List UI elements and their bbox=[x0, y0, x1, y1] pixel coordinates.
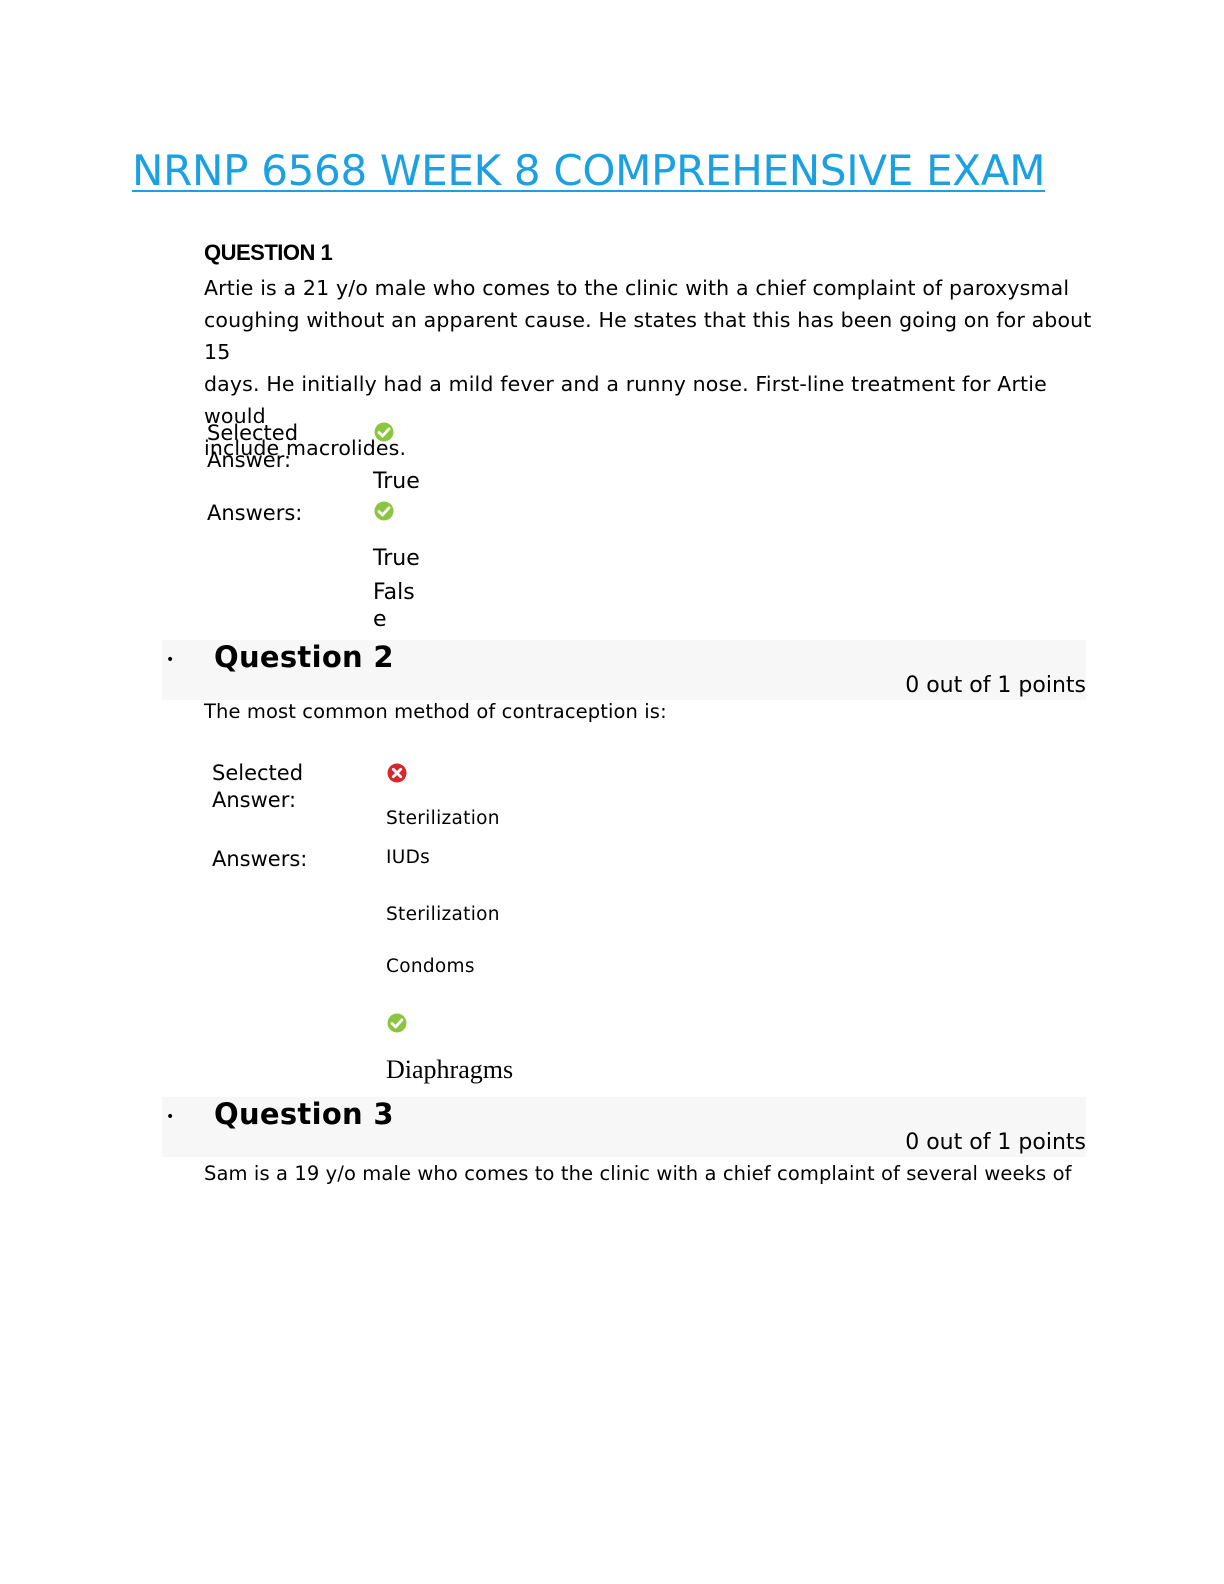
selected-answer-label: Selected Answer: bbox=[212, 760, 303, 814]
answers-label: Answers: bbox=[212, 847, 308, 871]
selected-label-line: Selected bbox=[212, 761, 304, 785]
x-circle-icon bbox=[387, 763, 407, 783]
document-title[interactable]: NRNP 6568 WEEK 8 COMPREHENSIVE EXAM bbox=[132, 146, 1046, 195]
question-1-line: days. He initially had a mild fever and … bbox=[204, 372, 1047, 428]
selected-answer-label: Selected Answer: bbox=[207, 420, 298, 474]
question-3-points: 0 out of 1 points bbox=[905, 1130, 1086, 1155]
answer-option: Sterilization bbox=[386, 904, 500, 925]
question-1-line: include macrolides. bbox=[204, 436, 407, 460]
answer-option: Diaphragms bbox=[386, 1055, 514, 1084]
check-circle-icon bbox=[374, 501, 394, 521]
question-2-text: The most common method of contraception … bbox=[204, 700, 667, 723]
answer-option: IUDs bbox=[386, 847, 431, 868]
check-circle-icon bbox=[374, 422, 394, 442]
selected-answer-value: True bbox=[373, 469, 420, 494]
question-3-text: Sam is a 19 y/o male who comes to the cl… bbox=[204, 1162, 1072, 1185]
question-1-text: Artie is a 21 y/o male who comes to the … bbox=[204, 272, 1104, 464]
question-1-line: Artie is a 21 y/o male who comes to the … bbox=[204, 276, 1070, 300]
question-1-line: coughing without an apparent cause. He s… bbox=[204, 308, 1092, 364]
answer-option: Fals bbox=[373, 580, 415, 605]
question-3-heading: Question 3 bbox=[214, 1097, 394, 1131]
selected-answer-value: Sterilization bbox=[386, 808, 500, 829]
question-1-heading: QUESTION 1 bbox=[204, 240, 333, 265]
selected-label-line: Selected bbox=[207, 421, 299, 445]
check-circle-icon bbox=[387, 1013, 407, 1033]
answer-option: e bbox=[373, 607, 387, 632]
bullet: • bbox=[166, 1109, 175, 1125]
answers-label: Answers: bbox=[207, 501, 303, 525]
bullet: • bbox=[166, 652, 175, 668]
selected-label-line: Answer: bbox=[207, 448, 292, 472]
question-2-points: 0 out of 1 points bbox=[905, 673, 1086, 698]
answer-option: True bbox=[373, 546, 420, 571]
question-2-header-bar bbox=[162, 640, 1086, 700]
selected-label-line: Answer: bbox=[212, 788, 297, 812]
question-2-heading: Question 2 bbox=[214, 640, 394, 674]
answer-option: Condoms bbox=[386, 956, 475, 977]
question-3-header-bar bbox=[162, 1097, 1086, 1157]
